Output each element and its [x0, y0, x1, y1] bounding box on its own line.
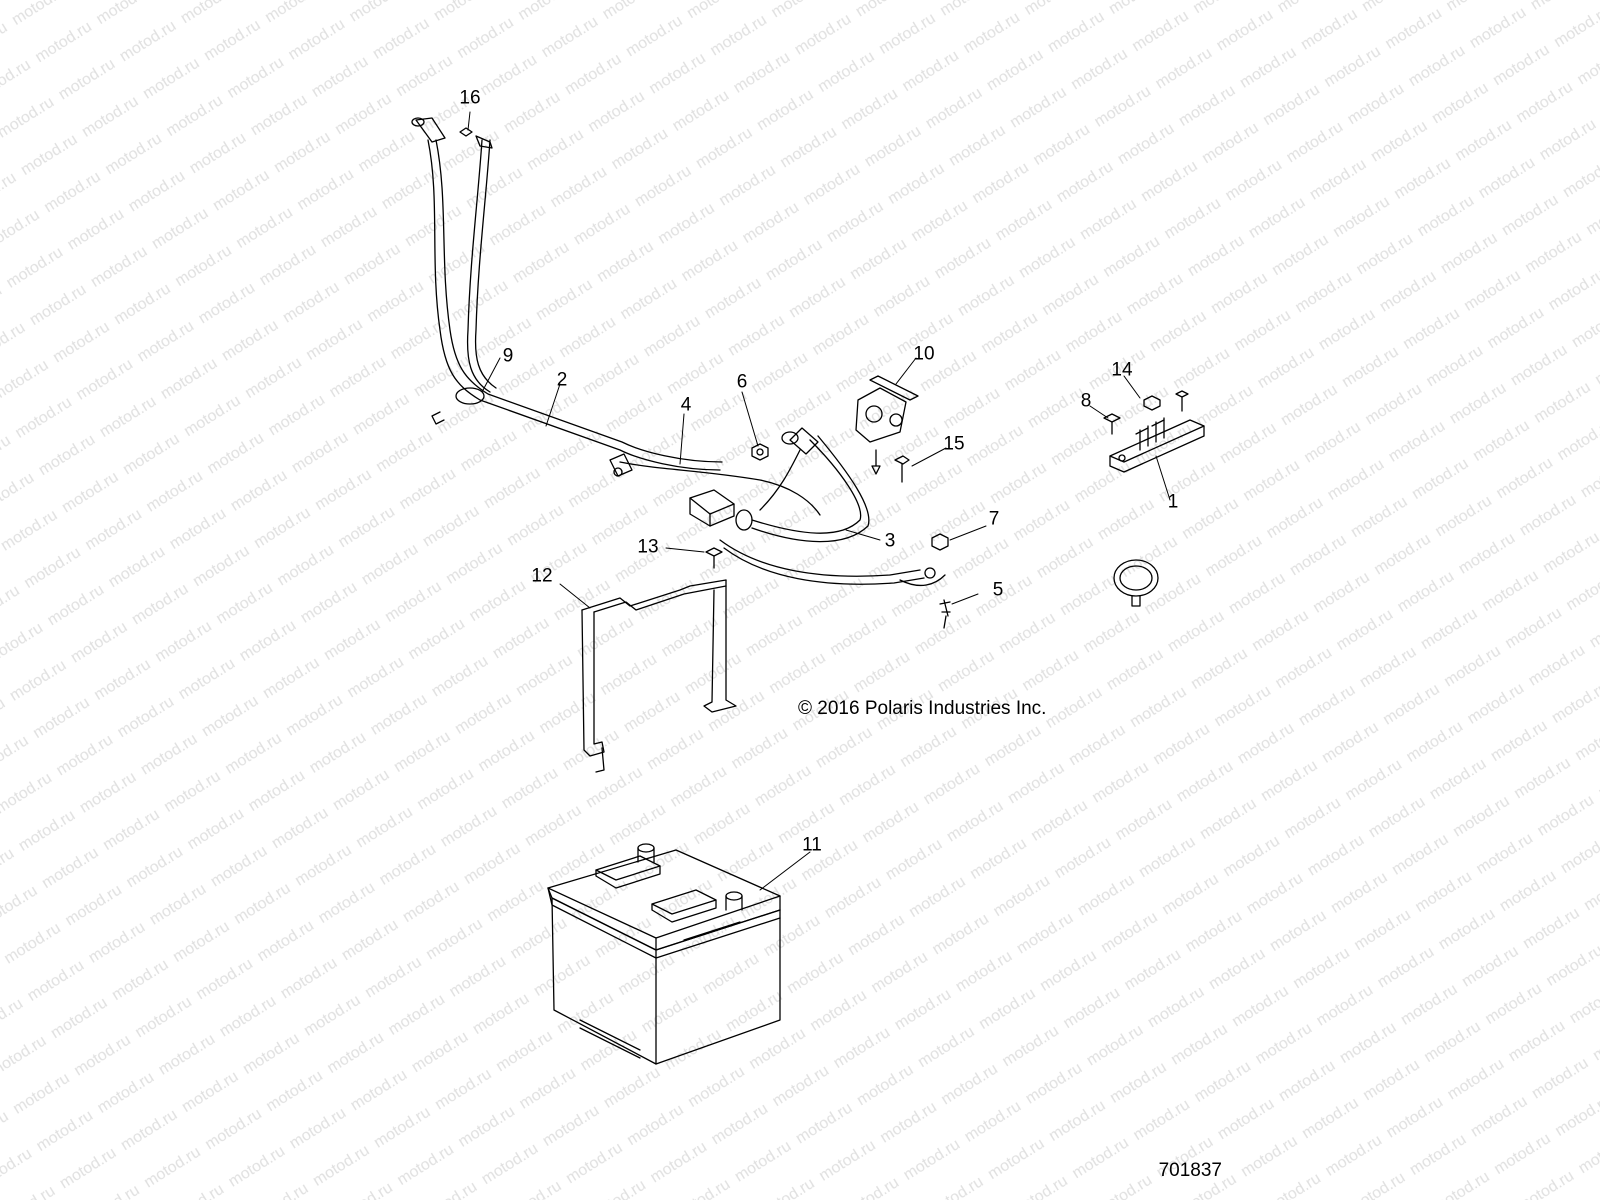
part-13-bolt: [705, 547, 723, 569]
copyright-notice: © 2016 Polaris Industries Inc.: [798, 698, 1047, 719]
callout-4: 4: [680, 394, 692, 416]
callout-12: 12: [531, 565, 553, 587]
main-cable-harness: [411, 117, 723, 471]
part-10-solenoid: [855, 375, 919, 475]
part-15-bolt: [894, 455, 910, 483]
part-5-stud: [939, 599, 951, 629]
drawing-number: 701837: [1158, 1160, 1222, 1181]
part-8-screw: [1103, 413, 1121, 435]
callout-2: 2: [556, 369, 568, 391]
callout-15: 15: [943, 433, 965, 455]
part-11-battery: [547, 843, 781, 1065]
callout-9: 9: [502, 345, 514, 367]
part-7-nut: [931, 533, 949, 551]
part-14-nut: [1143, 390, 1189, 412]
callout-14: 14: [1111, 359, 1133, 381]
part-1-terminal-block: [1109, 417, 1205, 473]
callout-10: 10: [913, 343, 935, 365]
callout-8: 8: [1080, 390, 1092, 412]
grommet-clamp: [1113, 559, 1159, 607]
callout-3: 3: [884, 530, 896, 552]
part-6-nut: [751, 443, 769, 461]
callout-16: 16: [459, 87, 481, 109]
callout-11: 11: [802, 834, 822, 856]
callout-1: 1: [1167, 491, 1179, 513]
leader-lines: [467, 111, 1171, 891]
callout-13: 13: [637, 536, 659, 558]
callout-7: 7: [988, 508, 1000, 530]
callout-5: 5: [992, 579, 1004, 601]
cable-4: [609, 427, 946, 587]
part-12-battery-bracket: [581, 579, 737, 773]
callout-6: 6: [736, 371, 748, 393]
